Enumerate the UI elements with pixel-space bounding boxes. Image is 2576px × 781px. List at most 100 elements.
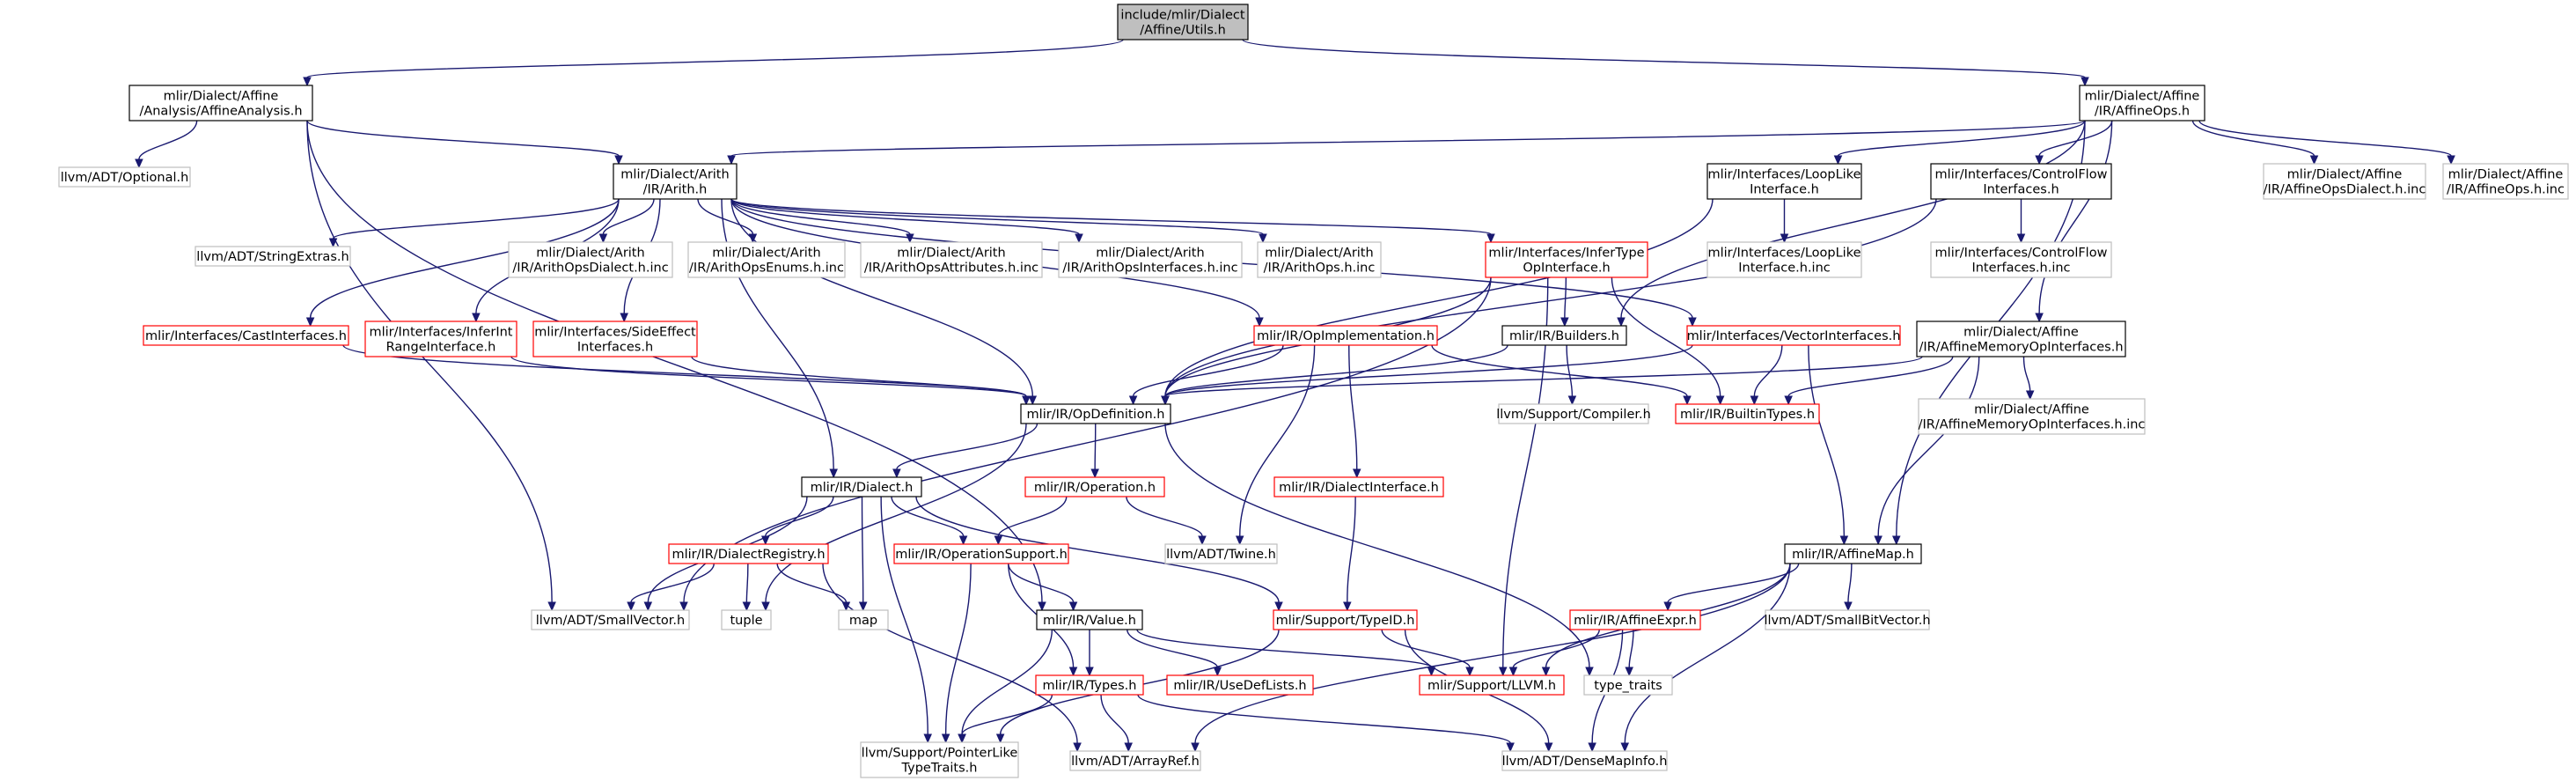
- node-label: TypeTraits.h: [901, 762, 978, 776]
- edge-line: [1667, 563, 1800, 603]
- arrowhead: [1038, 601, 1046, 612]
- node-affine-expr[interactable]: mlir/IR/AffineExpr.h: [1569, 609, 1701, 630]
- node-label: llvm/ADT/ArrayRef.h: [1071, 755, 1200, 769]
- edge-line: [1137, 694, 1511, 744]
- edge-operation-to-twine: [1126, 496, 1207, 546]
- node-box: [532, 321, 698, 357]
- edge-dialect-registry-to-tuple: [742, 563, 752, 612]
- edge-line: [1566, 344, 1574, 397]
- arrowhead: [1541, 667, 1551, 677]
- node-label: /Analysis/AffineAnalysis.h: [139, 105, 302, 119]
- edge-vector-ifaces-to-affine-map: [1808, 344, 1849, 546]
- node-label: llvm/ADT/DenseMapInfo.h: [1502, 755, 1668, 769]
- edge-line: [730, 198, 1080, 235]
- node-affine-ops[interactable]: mlir/Dialect/Affine/IR/AffineOps.h: [2079, 85, 2205, 122]
- edge-affine-ops-to-builders: [1617, 120, 2086, 328]
- edge-line: [1620, 120, 2086, 319]
- arrowhead: [1068, 601, 1078, 612]
- node-utils[interactable]: include/mlir/Dialect/Affine/Utils.h: [1117, 4, 1249, 41]
- node-affine-analysis[interactable]: mlir/Dialect/Affine/Analysis/AffineAnaly…: [128, 85, 313, 122]
- node-dialect-iface[interactable]: mlir/IR/DialectInterface.h: [1273, 476, 1444, 497]
- arrowhead: [614, 155, 623, 166]
- node-arith-ops-inc: mlir/Dialect/Arith/IR/ArithOps.h.inc: [1257, 241, 1382, 278]
- node-type-id[interactable]: mlir/Support/TypeID.h: [1273, 609, 1418, 630]
- arrowhead: [923, 733, 932, 744]
- edge-dialect-iface-to-type-id: [1343, 496, 1356, 612]
- edge-arith-to-dialect: [721, 198, 838, 479]
- node-use-def-lists[interactable]: mlir/IR/UseDefLists.h: [1166, 674, 1314, 696]
- node-label: /Affine/Utils.h: [1140, 24, 1226, 38]
- edge-affine-map-to-affine-expr: [1663, 563, 1800, 612]
- edge-line: [1164, 344, 1693, 397]
- node-vector-ifaces[interactable]: mlir/Interfaces/VectorInterfaces.h: [1686, 325, 1901, 346]
- node-label: RangeInterface.h: [386, 341, 496, 355]
- node-op-impl[interactable]: mlir/IR/OpImplementation.h: [1253, 325, 1438, 346]
- node-dialect-registry[interactable]: mlir/IR/DialectRegistry.h: [668, 543, 829, 564]
- edge-arith-to-arith-ops-inc: [730, 198, 1267, 244]
- node-label: mlir/Support/LLVM.h: [1427, 679, 1556, 693]
- edge-arith-to-string-extras: [328, 198, 620, 248]
- edge-line: [1239, 344, 1316, 537]
- edge-type-id-to-support-llvm: [1381, 629, 1474, 677]
- arrowhead: [1085, 667, 1094, 677]
- edge-line: [1136, 629, 1433, 668]
- arrowhead: [1161, 395, 1170, 406]
- node-cast-ifaces[interactable]: mlir/Interfaces/CastInterfaces.h: [143, 325, 349, 346]
- arrowhead: [829, 468, 838, 479]
- node-builders[interactable]: mlir/IR/Builders.h: [1501, 325, 1627, 346]
- node-affine-map[interactable]: mlir/IR/AffineMap.h: [1784, 543, 1922, 564]
- edge-op-definition-to-tuple: [761, 423, 1027, 612]
- node-op-definition[interactable]: mlir/IR/OpDefinition.h: [1020, 403, 1171, 424]
- edge-utils-to-affine-analysis: [303, 39, 1124, 87]
- node-operation[interactable]: mlir/IR/Operation.h: [1024, 476, 1165, 497]
- edge-line: [2038, 120, 2113, 314]
- arrowhead: [1090, 468, 1099, 479]
- node-box: [1501, 325, 1627, 346]
- node-box: [721, 609, 772, 630]
- edge-arith-to-arith-ifaces-inc: [730, 198, 1083, 244]
- node-value[interactable]: mlir/IR/Value.h: [1036, 609, 1143, 630]
- node-label: mlir/IR/OpDefinition.h: [1027, 408, 1165, 422]
- node-string-extras: llvm/ADT/StringExtras.h: [194, 246, 351, 267]
- edge-dialect-registry-to-map: [776, 563, 851, 612]
- node-label: tuple: [730, 614, 762, 628]
- node-arith[interactable]: mlir/Dialect/Arith/IR/Arith.h: [613, 163, 738, 200]
- edge-op-support-to-pointer-like: [941, 563, 972, 744]
- edge-line: [1132, 344, 1284, 397]
- edge-line: [1624, 563, 1791, 744]
- edge-affine-map-to-array-ref: [1191, 563, 1791, 753]
- node-box: [508, 241, 673, 278]
- arrowhead: [1625, 667, 1633, 677]
- arrowhead: [1427, 667, 1436, 677]
- arrowhead: [679, 601, 688, 612]
- edge-affine-analysis-to-arith: [306, 120, 623, 166]
- node-affine-mem-ifaces[interactable]: mlir/Dialect/Affine/IR/AffineMemoryOpInt…: [1916, 321, 2126, 357]
- node-dialect[interactable]: mlir/IR/Dialect.h: [801, 476, 922, 497]
- edge-affine-mem-ifaces-to-affine-map: [1874, 356, 1980, 546]
- edge-line: [1100, 694, 1129, 744]
- node-types[interactable]: mlir/IR/Types.h: [1035, 674, 1144, 696]
- arrowhead: [2025, 390, 2035, 401]
- node-box: [1485, 241, 1648, 278]
- node-label: mlir/Dialect/Affine: [2448, 168, 2564, 182]
- arrowhead: [620, 313, 628, 323]
- node-builtin-types[interactable]: mlir/IR/BuiltinTypes.h: [1675, 403, 1820, 424]
- edge-looplike-to-looplike-inc: [1780, 198, 1789, 244]
- node-op-support[interactable]: mlir/IR/OperationSupport.h: [893, 543, 1069, 564]
- node-label: include/mlir/Dialect: [1120, 9, 1244, 23]
- node-label: mlir/IR/Value.h: [1043, 614, 1136, 628]
- edge-line: [1847, 563, 1853, 603]
- edge-arith-to-op-definition: [730, 198, 1038, 406]
- node-box: [687, 241, 846, 278]
- edge-line: [1877, 356, 1980, 537]
- node-support-llvm[interactable]: mlir/Support/LLVM.h: [1419, 674, 1565, 696]
- arrowhead: [2081, 77, 2089, 87]
- edge-op-definition-to-type-traits: [1164, 423, 1594, 677]
- node-label: mlir/Dialect/Arith: [620, 168, 729, 182]
